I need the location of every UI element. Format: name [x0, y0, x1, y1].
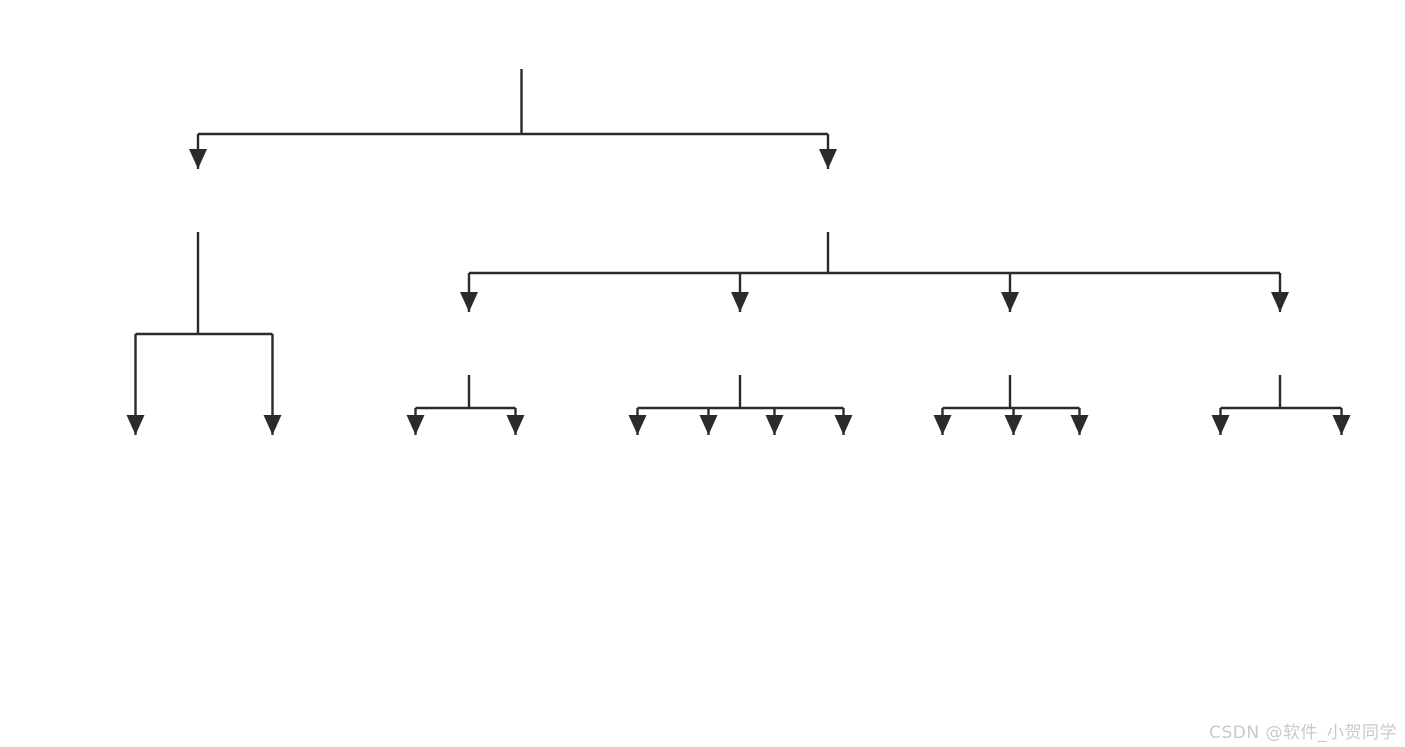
arrow-head [460, 292, 478, 312]
arrow-head [406, 415, 425, 435]
connector-layer [126, 69, 1351, 435]
arrow-head [506, 415, 525, 435]
csdn-watermark: CSDN @软件_小贺同学 [1209, 723, 1397, 743]
arrow-head [1332, 415, 1351, 435]
arrow-head [1001, 292, 1019, 312]
arrow-head [933, 415, 952, 435]
arrow-head [765, 415, 784, 435]
arrow-head [731, 292, 749, 312]
arrow-head [1004, 415, 1023, 435]
arrow-head [819, 149, 837, 169]
arrow-head [189, 149, 207, 169]
arrow-head [1211, 415, 1230, 435]
arrow-head [699, 415, 718, 435]
arrow-head [1271, 292, 1289, 312]
arrow-head [1070, 415, 1089, 435]
arrow-head [628, 415, 647, 435]
arrow-head [263, 415, 282, 435]
arrow-head [126, 415, 145, 435]
arrow-head [834, 415, 853, 435]
